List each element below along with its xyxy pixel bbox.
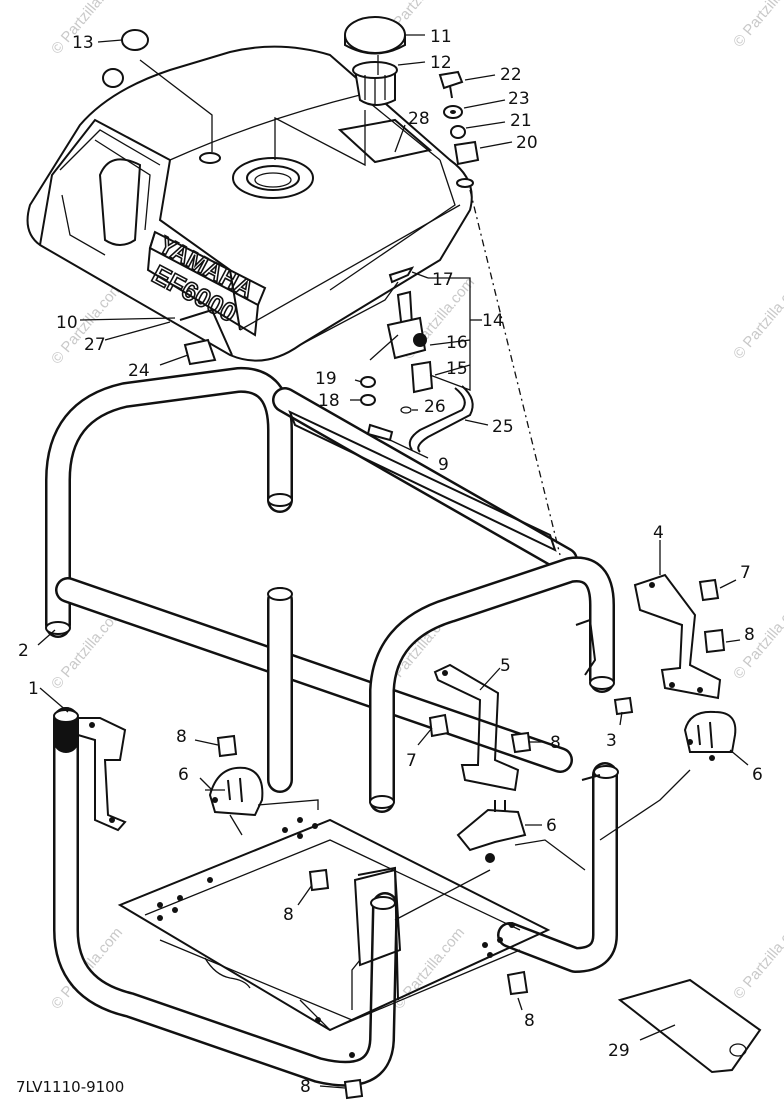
callout-21: 21 [510,111,532,131]
callout-18: 18 [318,391,340,411]
callout-29: 29 [608,1041,630,1061]
drawing-code: 7LV1110-9100 [16,1078,124,1096]
callout-2: 2 [18,641,29,661]
watermark: © Partzilla.com [730,594,784,682]
callout-6: 6 [178,765,189,785]
callout-labels: 1 2 3 4 5 6 6 6 7 7 8 8 8 8 8 8 9 10 11 … [16,27,763,1097]
callout-27: 27 [84,335,106,355]
callout-6: 6 [546,816,557,836]
leader-lines [37,34,749,1089]
callout-8: 8 [300,1077,311,1097]
callout-10: 10 [56,313,78,333]
callout-3: 3 [606,731,617,751]
callout-11: 11 [430,27,452,47]
callout-9: 9 [438,455,449,475]
callout-5: 5 [500,656,511,676]
callout-23: 23 [508,89,530,109]
callout-28: 28 [408,109,430,129]
callout-8: 8 [744,625,755,645]
callout-24: 24 [128,361,150,381]
frame-pipe [45,366,619,1087]
callout-8: 8 [283,905,294,925]
callout-26: 26 [424,397,446,417]
callout-4: 4 [653,523,664,543]
callout-8: 8 [550,733,561,753]
callout-20: 20 [516,133,538,153]
small-parts [77,16,762,1100]
callout-7: 7 [406,751,417,771]
callout-14: 14 [482,311,504,331]
fuel-tank: YAMAHA EF6000 [26,45,474,362]
callout-19: 19 [315,369,337,389]
callout-17: 17 [432,270,454,290]
watermark: © Partzilla.com [730,914,784,1002]
callout-22: 22 [500,65,522,85]
watermark: © Partzilla.com [730,0,784,51]
callout-1: 1 [28,679,39,699]
callout-7: 7 [740,563,751,583]
callout-12: 12 [430,53,452,73]
callout-8: 8 [176,727,187,747]
callout-16: 16 [446,333,468,353]
callout-13: 13 [72,33,94,53]
callout-15: 15 [446,359,468,379]
callout-6: 6 [752,765,763,785]
callout-8: 8 [524,1011,535,1031]
callout-25: 25 [492,417,514,437]
watermark: © Partzilla.com [730,274,784,362]
